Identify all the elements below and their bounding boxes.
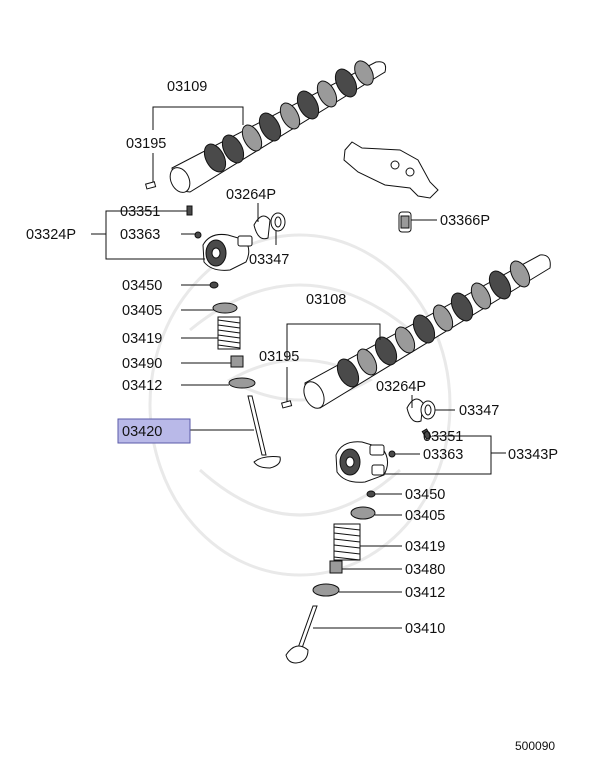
label-03264P-lower[interactable]: 03264P bbox=[376, 379, 426, 395]
highlight-box-03420[interactable] bbox=[117, 418, 191, 444]
label-03351-upper[interactable]: 03351 bbox=[120, 204, 160, 220]
retainer-upper bbox=[209, 281, 219, 289]
knock-pin-upper bbox=[145, 181, 157, 190]
label-03195-lower[interactable]: 03195 bbox=[259, 349, 299, 365]
phaser-upper bbox=[202, 234, 253, 271]
phaser-lower bbox=[335, 441, 388, 483]
label-03480[interactable]: 03480 bbox=[405, 562, 445, 578]
valve-intake bbox=[247, 395, 281, 469]
bracket-plunger bbox=[343, 141, 439, 199]
label-03366P[interactable]: 03366P bbox=[440, 213, 490, 229]
camshaft-lower bbox=[303, 254, 551, 409]
stem-seal-upper bbox=[230, 355, 244, 368]
stem-seal-lower bbox=[329, 560, 343, 574]
label-03264P-upper[interactable]: 03264P bbox=[226, 187, 276, 203]
washer-lower bbox=[312, 583, 340, 597]
nut-upper bbox=[194, 231, 202, 239]
label-03419-upper[interactable]: 03419 bbox=[122, 331, 162, 347]
label-03405-lower[interactable]: 03405 bbox=[405, 508, 445, 524]
label-03351-lower[interactable]: 03351 bbox=[423, 429, 463, 445]
label-03109[interactable]: 03109 bbox=[167, 79, 207, 95]
knock-pin-lower bbox=[281, 400, 293, 409]
label-03450-upper[interactable]: 03450 bbox=[122, 278, 162, 294]
label-03343P[interactable]: 03343P bbox=[508, 447, 558, 463]
retainer-lower bbox=[366, 490, 376, 498]
gasket-upper bbox=[253, 215, 271, 240]
seat-lower bbox=[350, 506, 376, 520]
bolt-upper bbox=[186, 205, 193, 216]
label-03412-lower[interactable]: 03412 bbox=[405, 585, 445, 601]
spring-lower bbox=[333, 523, 361, 561]
spring-upper bbox=[217, 316, 241, 350]
label-03419-lower[interactable]: 03419 bbox=[405, 539, 445, 555]
label-03108[interactable]: 03108 bbox=[306, 292, 346, 308]
label-03324P[interactable]: 03324P bbox=[26, 227, 76, 243]
leader-lines bbox=[91, 106, 506, 629]
label-03347-lower[interactable]: 03347 bbox=[459, 403, 499, 419]
label-03363-lower[interactable]: 03363 bbox=[423, 447, 463, 463]
plunger bbox=[398, 211, 412, 233]
bolt-lower bbox=[421, 428, 432, 441]
label-03347-upper[interactable]: 03347 bbox=[249, 252, 289, 268]
nut-lower bbox=[388, 450, 396, 458]
label-03405-upper[interactable]: 03405 bbox=[122, 303, 162, 319]
label-03410[interactable]: 03410 bbox=[405, 621, 445, 637]
label-03490[interactable]: 03490 bbox=[122, 356, 162, 372]
seat-upper bbox=[212, 302, 238, 314]
washer-upper bbox=[228, 377, 256, 389]
label-03363-upper[interactable]: 03363 bbox=[120, 227, 160, 243]
label-03450-lower[interactable]: 03450 bbox=[405, 487, 445, 503]
label-03412-upper[interactable]: 03412 bbox=[122, 378, 162, 394]
label-03195-upper[interactable]: 03195 bbox=[126, 136, 166, 152]
diagram-number: 500090 bbox=[515, 739, 555, 753]
part-labels: 03109 03195 03351 03324P 03363 03264P 03… bbox=[26, 79, 558, 753]
camshaft-upper bbox=[169, 60, 387, 193]
label-03420[interactable]: 03420 bbox=[122, 424, 162, 440]
valve-exhaust bbox=[285, 605, 318, 664]
watermark bbox=[148, 233, 452, 577]
